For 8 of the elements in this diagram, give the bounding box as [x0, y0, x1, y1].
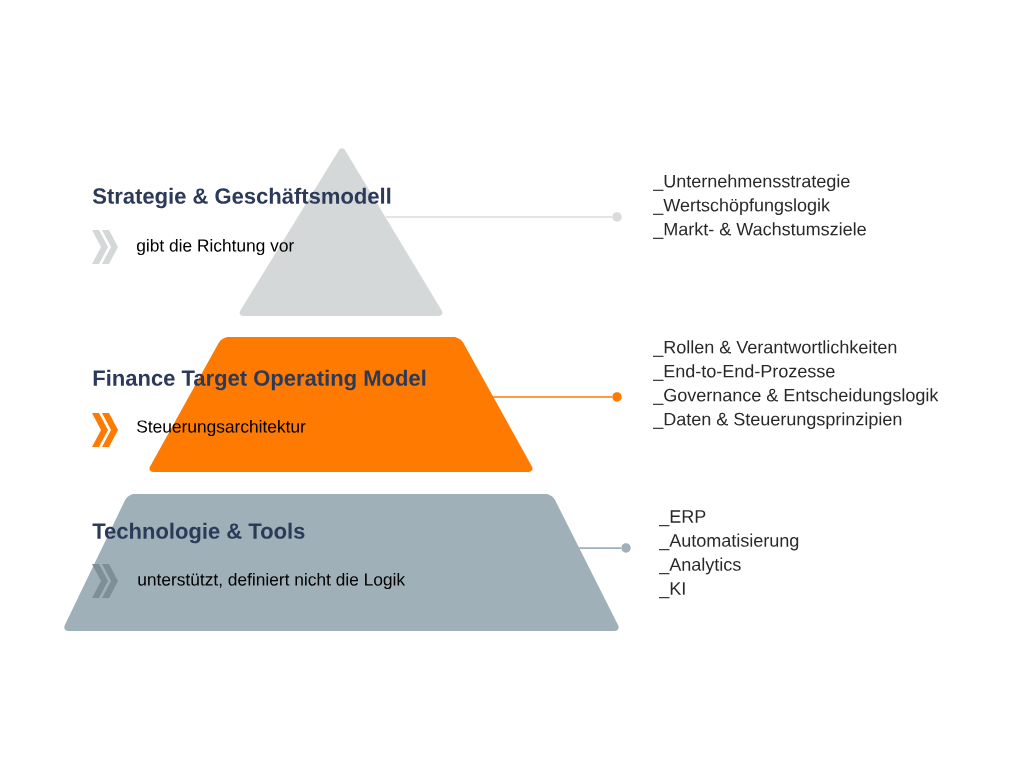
- level-description: unterstützt, definiert nicht die Logik: [138, 572, 406, 590]
- level-heading: Strategie & Geschäftsmodell: [92, 187, 391, 209]
- level-description: gibt die Richtung vor: [137, 238, 294, 256]
- bullet-list: _ERP _Automatisierung _Analytics _KI: [659, 510, 799, 599]
- connector-line: [492, 396, 613, 398]
- connector-line: [578, 547, 622, 549]
- bullet-list: _Unternehmensstrategie _Wertschöpfungslogik _Markt- & Wachstumsziele: [653, 174, 866, 239]
- bullet-list: _Rollen & Verantwortlichkeiten _End-to-End-Prozesse _Governance & Entscheidungslogik _Daten & Steuerungsprinzipien: [653, 340, 939, 430]
